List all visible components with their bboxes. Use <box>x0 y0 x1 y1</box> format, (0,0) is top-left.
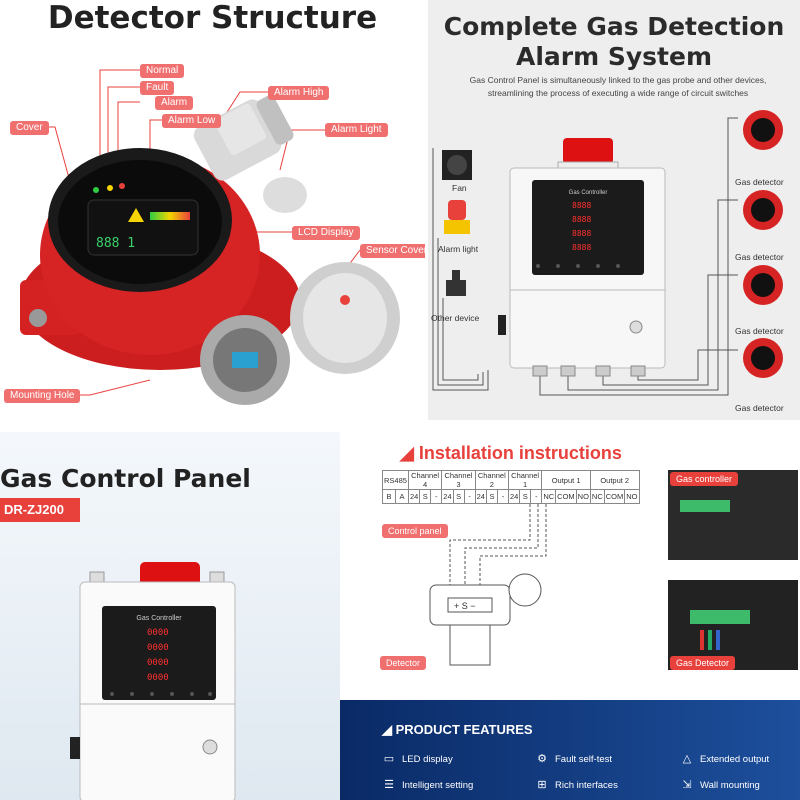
panel-controller-title: Gas Controller <box>136 615 182 622</box>
system-panel: Complete Gas Detection Alarm System Gas … <box>428 0 800 420</box>
terminal-cell: NC <box>541 489 557 504</box>
terminal-cell: 24 <box>441 489 454 504</box>
label-lcd-display: LCD Display <box>292 226 360 240</box>
gas-control-panel-section: Gas Control Panel DR-ZJ200 Gas Controlle… <box>0 432 340 800</box>
system-display-2: 8888 <box>572 215 591 224</box>
control-panel-label: Control panel <box>382 524 448 538</box>
feature-rich-interfaces: ⊞Rich interfaces <box>535 778 617 791</box>
gas-detector-label-4: Gas detector <box>735 403 784 413</box>
wall-mount-icon: ⇲ <box>682 779 692 791</box>
terminal-cell: COM <box>603 489 626 504</box>
terminal-cell: COM <box>555 489 577 504</box>
product-features-section: ◢ PRODUCT FEATURES ▭LED display ⚙Fault s… <box>340 700 800 800</box>
feature-extended-output: △Extended output <box>680 752 769 765</box>
wiring-diagram: + S − <box>429 470 798 670</box>
feature-fault-self-test: ⚙Fault self-test <box>535 752 612 765</box>
panel-display-1: 0000 <box>147 628 169 638</box>
label-cover: Cover <box>10 121 49 135</box>
feature-intelligent-setting: ☰Intelligent setting <box>382 778 473 791</box>
gas-controller-photo-label: Gas controller <box>670 472 739 486</box>
panel-title: Gas Control Panel <box>0 464 251 493</box>
terminal-cell: 24 <box>474 489 487 504</box>
terminal-cell: - <box>530 489 543 504</box>
other-device-label: Other device <box>431 313 480 323</box>
detector-structure-panel: Detector Structure 888 1 <box>0 0 425 420</box>
fault-test-icon: ⚙ <box>537 753 547 765</box>
panel-illustration: Gas Controller 0000 0000 0000 0000 <box>70 562 236 800</box>
gas-detector-label-2: Gas detector <box>735 252 784 262</box>
detector-structure-title: Detector Structure <box>47 0 378 36</box>
terminal-cell: 24 <box>507 489 521 504</box>
system-subtitle: Gas Control Panel is simultaneously link… <box>469 75 767 98</box>
alarm-light-label: Alarm light <box>438 244 479 254</box>
setting-icon: ☰ <box>384 779 394 791</box>
features-title: ◢ PRODUCT FEATURES <box>382 722 533 737</box>
lcd-value: 888 1 <box>96 236 135 251</box>
terminal-cell: A <box>394 489 409 504</box>
label-mounting-hole: Mounting Hole <box>4 389 81 403</box>
system-illustration: Gas Controller 8888 8888 8888 8888 <box>432 110 783 396</box>
terminal-header: Channel 2 <box>474 470 509 490</box>
system-title-line1: Complete Gas Detection <box>443 12 785 41</box>
label-alarm-low: Alarm Low <box>162 114 222 128</box>
detector-illustration: 888 1 <box>20 69 400 405</box>
panel-display-4: 0000 <box>147 673 169 683</box>
interface-icon: ⊞ <box>537 779 547 791</box>
system-display-3: 8888 <box>572 229 591 238</box>
panel-display-3: 0000 <box>147 658 169 668</box>
gas-detector-label-3: Gas detector <box>735 326 784 336</box>
system-controller-title: Gas Controller <box>569 190 608 196</box>
label-normal: Normal <box>140 64 185 78</box>
led-icon: ▭ <box>383 753 395 765</box>
system-title-line2: Alarm System <box>515 42 712 71</box>
svg-text:+ S −: + S − <box>454 601 476 611</box>
feature-wall-mounting: ⇲Wall mounting <box>680 778 759 791</box>
label-alarm: Alarm <box>155 96 194 110</box>
panel-model-badge: DR-ZJ200 <box>0 498 80 522</box>
system-display-1: 8888 <box>572 201 591 210</box>
terminal-cell: NO <box>624 489 640 504</box>
fan-label: Fan <box>452 183 467 193</box>
label-alarm-high: Alarm High <box>268 86 330 100</box>
detector-label: Detector <box>380 656 427 670</box>
system-display-4: 8888 <box>572 243 591 252</box>
installation-title: ◢ Installation instructions <box>400 443 622 463</box>
terminal-cell: NC <box>589 489 605 504</box>
label-sensor-cover: Sensor Cover <box>360 244 425 258</box>
gas-detector-label-1: Gas detector <box>735 177 784 187</box>
terminal-cell: NO <box>575 489 591 504</box>
terminal-cell: 24 <box>407 489 421 504</box>
gas-detector-photo-label: Gas Detector <box>670 656 736 670</box>
feature-led-display: ▭LED display <box>383 753 453 765</box>
label-alarm-light: Alarm Light <box>325 123 388 137</box>
panel-display-2: 0000 <box>147 643 169 653</box>
label-fault: Fault <box>140 81 175 95</box>
warning-icon: △ <box>682 753 692 765</box>
